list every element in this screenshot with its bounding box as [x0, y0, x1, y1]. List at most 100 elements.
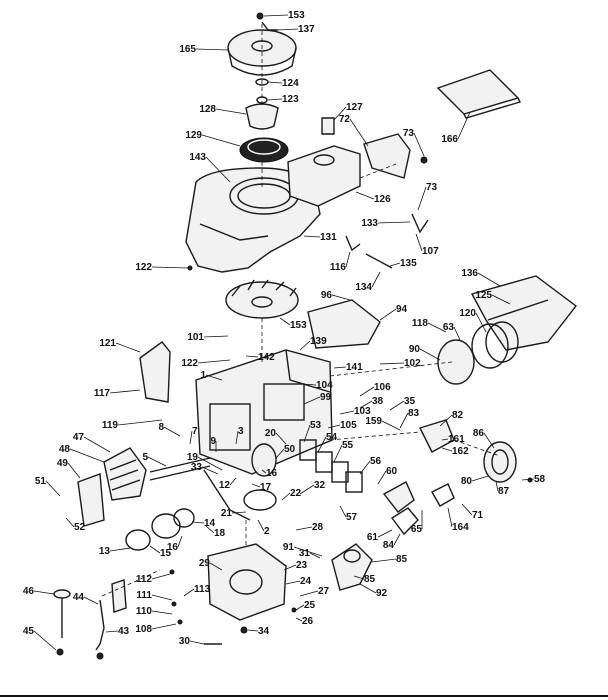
leader-line	[67, 462, 81, 479]
leader-line	[263, 14, 289, 17]
part-callout-116: 116	[330, 262, 347, 273]
part-callout-122: 122	[181, 358, 198, 369]
leader-line	[33, 590, 55, 595]
part-callout-159: 159	[365, 416, 382, 427]
assembly-line	[329, 431, 421, 441]
part-callout-118: 118	[412, 318, 429, 329]
oil-plug	[56, 648, 64, 656]
part-callout-99: 99	[320, 392, 332, 403]
part-callout-85: 85	[396, 554, 408, 565]
leader-line	[339, 505, 347, 518]
part-callout-20: 20	[265, 428, 277, 439]
part-callout-16: 16	[266, 468, 278, 479]
leader-line	[83, 596, 99, 605]
part-callout-80: 80	[461, 476, 473, 487]
part-callout-129: 129	[185, 130, 202, 141]
part-callout-90: 90	[409, 344, 421, 355]
part-callout-96: 96	[321, 290, 333, 301]
part-callout-38: 38	[372, 396, 384, 407]
leader-line	[377, 470, 387, 485]
part-callout-35: 35	[404, 396, 416, 407]
part-callout-17: 17	[260, 482, 272, 493]
part-callout-9: 9	[210, 436, 216, 447]
part-callout-72: 72	[339, 114, 351, 125]
leader-line	[345, 251, 351, 268]
tank-cap	[321, 117, 335, 135]
leader-line	[309, 552, 321, 559]
part-callout-16: 16	[167, 542, 179, 553]
leader-line	[379, 308, 397, 321]
leader-line	[371, 271, 381, 288]
leader-line	[477, 272, 501, 287]
leader-line	[453, 326, 461, 341]
leader-line	[371, 558, 397, 563]
part-callout-133: 133	[361, 218, 378, 229]
leader-line	[251, 483, 261, 488]
part-callout-87: 87	[498, 486, 510, 497]
leader-line	[299, 340, 311, 351]
part-callout-18: 18	[214, 528, 226, 539]
part-callout-85: 85	[364, 574, 376, 585]
part-callout-34: 34	[258, 626, 270, 637]
leader-line	[295, 617, 303, 622]
part-callout-30: 30	[179, 636, 191, 647]
part-callout-108: 108	[135, 624, 152, 635]
part-callout-136: 136	[461, 268, 478, 279]
part-callout-135: 135	[400, 258, 417, 269]
part-callout-166: 166	[441, 134, 458, 145]
part-callout-63: 63	[443, 322, 455, 333]
leader-line	[117, 419, 163, 426]
leader-line	[353, 575, 365, 580]
leader-lines	[33, 14, 535, 651]
leader-line	[299, 484, 315, 495]
oil-plug	[96, 652, 104, 660]
part-callout-51: 51	[35, 476, 47, 487]
leader-line	[419, 348, 441, 361]
part-callout-141: 141	[346, 362, 363, 373]
part-callout-104: 104	[316, 380, 333, 391]
muffler	[437, 321, 519, 385]
leader-line	[333, 106, 347, 121]
leader-line	[333, 444, 343, 463]
leader-line	[355, 191, 375, 200]
owners-manual	[436, 69, 521, 119]
part-callout-120: 120	[459, 308, 476, 319]
part-callout-83: 83	[408, 408, 420, 419]
leader-line	[83, 436, 111, 453]
part-callout-43: 43	[118, 626, 130, 637]
leader-line	[333, 366, 347, 369]
leader-line	[105, 630, 119, 633]
spring	[365, 253, 393, 269]
part-callout-162: 162	[452, 446, 469, 457]
engine-block	[195, 349, 333, 475]
part-callout-52: 52	[74, 522, 86, 533]
leader-line	[427, 322, 447, 333]
leader-line	[235, 430, 239, 445]
part-callout-71: 71	[472, 510, 484, 521]
part-callout-3: 3	[238, 426, 244, 437]
part-callout-103: 103	[354, 406, 371, 417]
piston-rod	[149, 457, 251, 521]
crankcase-cover-area	[243, 443, 277, 511]
leader-line	[109, 389, 141, 394]
head-gasket-plate	[77, 473, 105, 527]
leader-line	[115, 342, 141, 353]
mounting-bracket	[139, 341, 171, 403]
part-callout-28: 28	[312, 522, 324, 533]
leader-line	[495, 481, 499, 492]
leader-line	[109, 547, 131, 552]
leader-line	[257, 519, 265, 532]
leader-line	[317, 436, 327, 453]
leader-line	[399, 412, 409, 429]
leader-line	[231, 511, 247, 514]
part-callout-49: 49	[57, 458, 69, 469]
leader-line	[205, 525, 215, 534]
leader-line	[215, 108, 247, 115]
part-callout-119: 119	[102, 420, 119, 431]
cylinder-head	[103, 447, 147, 501]
part-callout-45: 45	[23, 626, 35, 637]
part-callout-82: 82	[452, 410, 464, 421]
leader-line	[69, 448, 105, 463]
part-callout-134: 134	[355, 282, 372, 293]
